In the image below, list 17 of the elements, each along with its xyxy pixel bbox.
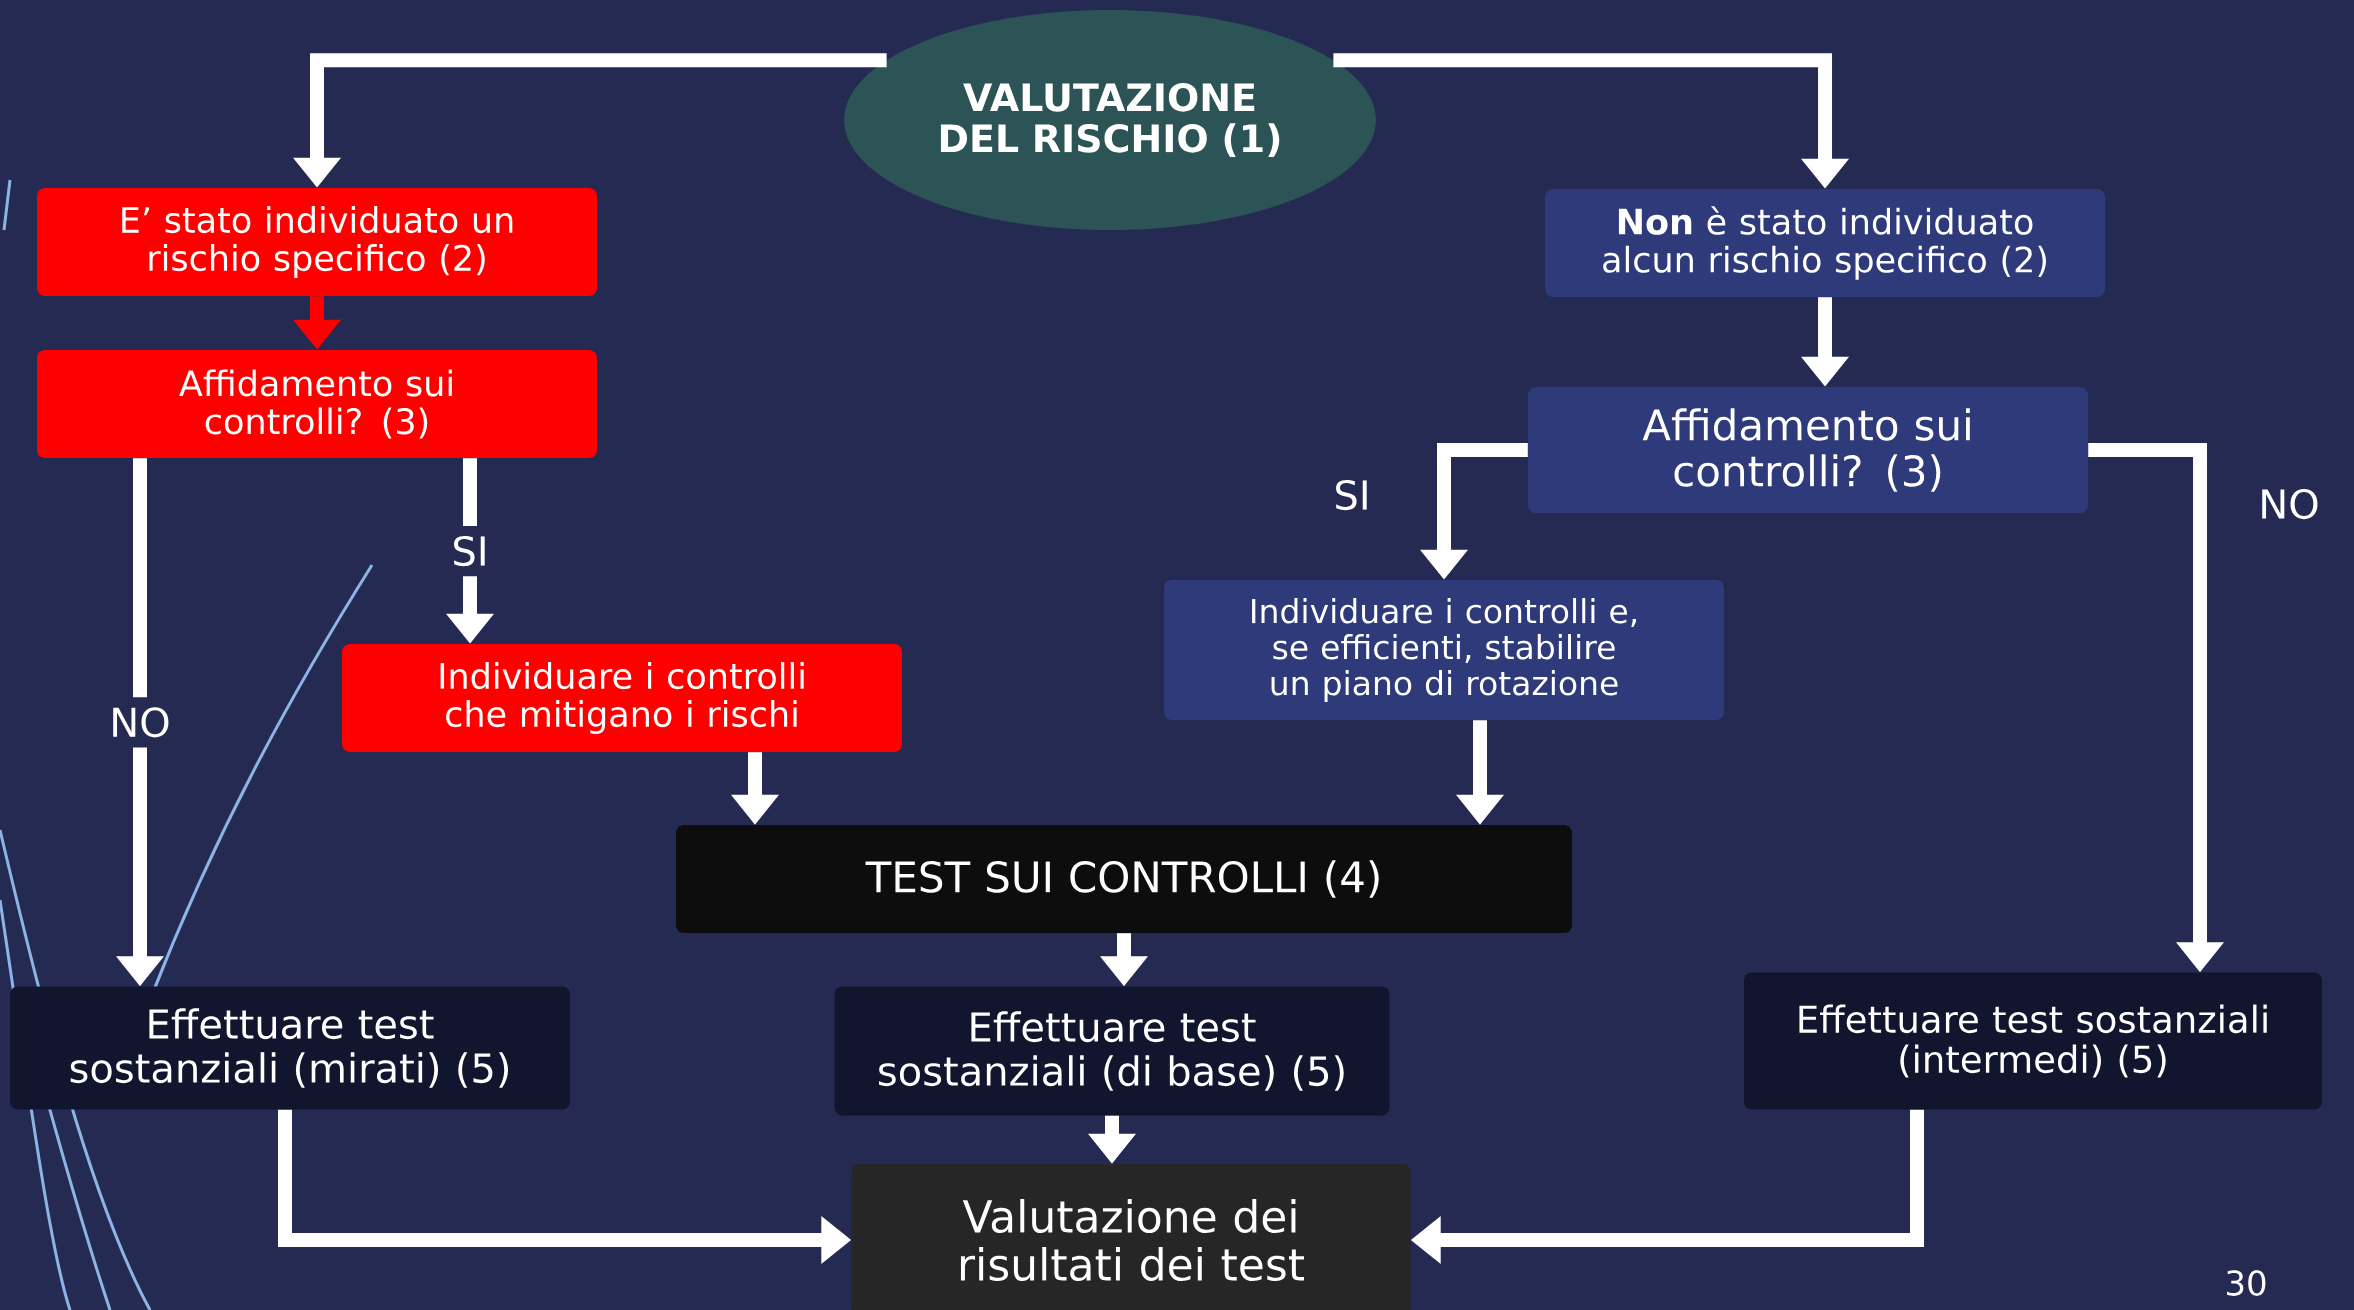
process-box: Effettuare test sostanziali (mirati) (5) (10, 986, 570, 1110)
decision-box: Affidamento sui controlli? (3) (1528, 387, 2088, 513)
process-box: Individuare i controlli che mitigano i rischi (342, 644, 902, 752)
page-number: 30 (2227, 1270, 2266, 1296)
oval-node: VALUTAZIONE DEL RISCHIO (1) (844, 10, 1376, 230)
process-box: Individuare i controlli e, se efficienti, stabilire un piano di rotazione (1164, 580, 1724, 720)
edge-label: NO (99, 697, 181, 748)
decision-box: Affidamento sui controlli? (3) (37, 350, 597, 458)
edge-label: SI (1323, 469, 1381, 521)
edge-label: SI (441, 525, 499, 577)
process-box: Non è stato individuato alcun rischio specifico (2) (1545, 189, 2105, 297)
edge-label: NO (2248, 478, 2330, 530)
process-box: Effettuare test sostanziali (di base) (5) (834, 986, 1390, 1116)
process-box: Effettuare test sostanziali (intermedi) (5) (1744, 972, 2322, 1110)
process-box: E’ stato individuato un rischio specifico (2) (37, 188, 597, 296)
result-box: Valutazione dei risultati dei test (851, 1164, 1411, 1310)
process-box: TEST SUI CONTROLLI (4) (676, 825, 1572, 933)
